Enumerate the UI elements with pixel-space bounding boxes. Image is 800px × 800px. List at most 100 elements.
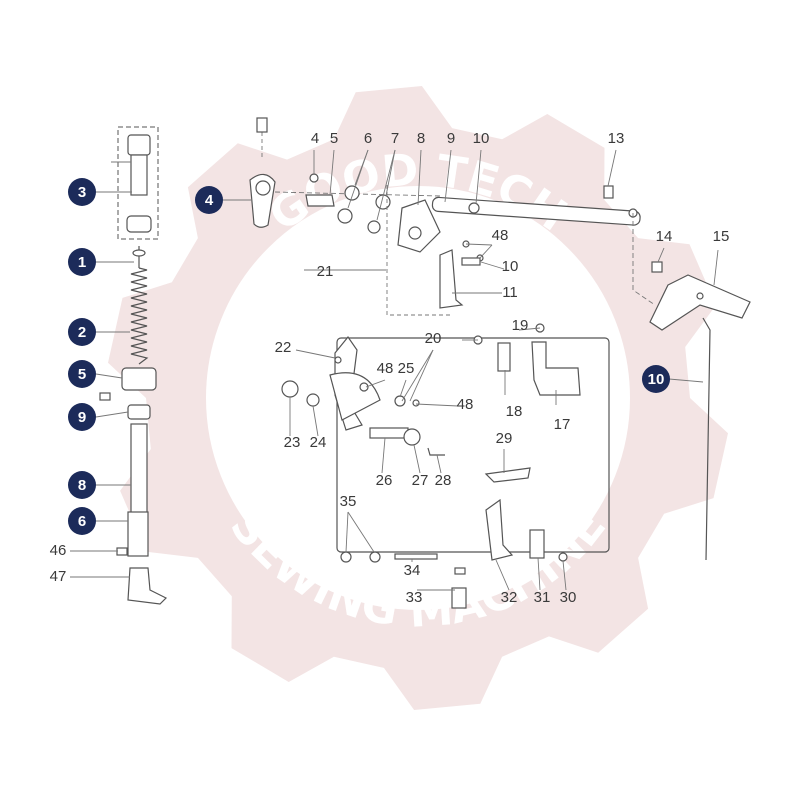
badge-circle bbox=[68, 507, 96, 535]
badge-circle bbox=[68, 248, 96, 276]
spring-25 bbox=[394, 395, 406, 407]
leader-lines bbox=[70, 149, 719, 591]
screw-14 bbox=[651, 261, 663, 273]
leader-line bbox=[312, 405, 319, 437]
part-32 bbox=[485, 498, 514, 561]
part-label-l15: 15 bbox=[713, 228, 730, 245]
screw-23 bbox=[281, 380, 299, 398]
presser-bar-assembly bbox=[99, 126, 168, 605]
badge-circle bbox=[68, 360, 96, 388]
leader-line bbox=[436, 454, 442, 474]
leader-line bbox=[381, 437, 386, 474]
leader-line bbox=[95, 373, 123, 379]
leader-line bbox=[607, 149, 617, 187]
leader-line bbox=[668, 378, 704, 383]
leader-line bbox=[365, 379, 386, 388]
washer-24 bbox=[306, 393, 320, 407]
nut-35a bbox=[340, 551, 352, 563]
part-label-l13: 13 bbox=[608, 130, 625, 147]
guide-screw bbox=[99, 392, 111, 401]
leader-line bbox=[444, 149, 452, 203]
watermark-center-brand: GTSM bbox=[335, 468, 501, 528]
part-label-l19: 19 bbox=[512, 317, 529, 334]
badge-circle bbox=[195, 186, 223, 214]
badge-number: 5 bbox=[78, 366, 86, 383]
ring-48d bbox=[412, 399, 420, 407]
center-assembly bbox=[281, 323, 610, 609]
part-label-l23: 23 bbox=[284, 434, 301, 451]
part-label-l33: 33 bbox=[406, 589, 423, 606]
watermark: GTSM GOOD TECH SEWING MACHINE bbox=[108, 86, 728, 710]
part-label-l8: 8 bbox=[417, 130, 425, 147]
knee-lifter-bracket bbox=[649, 274, 751, 331]
leader-line bbox=[347, 511, 375, 553]
bracket-21 bbox=[386, 185, 452, 316]
presser-bar bbox=[130, 423, 148, 521]
leader-line bbox=[347, 149, 369, 209]
badge-circle bbox=[642, 365, 670, 393]
badge-part-5: 5 bbox=[68, 360, 96, 388]
bracket-hole bbox=[696, 292, 704, 300]
badge-circle bbox=[68, 471, 96, 499]
part-label-l30: 30 bbox=[560, 589, 577, 606]
watermark-ring bbox=[166, 146, 670, 650]
badge-number: 1 bbox=[78, 254, 86, 271]
leader-line bbox=[713, 249, 719, 286]
part-label-l48a: 48 bbox=[492, 227, 509, 244]
top-linkage bbox=[249, 117, 751, 561]
hook-11 bbox=[439, 249, 464, 309]
screw-33 bbox=[451, 587, 467, 609]
leader-line bbox=[376, 149, 396, 221]
part-label-l4: 4 bbox=[311, 130, 319, 147]
bushing-5 bbox=[305, 194, 335, 207]
part-label-l46: 46 bbox=[50, 542, 67, 559]
presser-foot-holder bbox=[127, 511, 149, 557]
leader-line bbox=[537, 557, 541, 591]
badge-number: 9 bbox=[78, 409, 86, 426]
pin-34 bbox=[394, 553, 438, 560]
part-label-l21: 21 bbox=[317, 263, 334, 280]
screw-22 bbox=[334, 356, 342, 364]
part-label-l31: 31 bbox=[534, 589, 551, 606]
spring-cap bbox=[132, 249, 146, 257]
leader-line bbox=[399, 379, 407, 398]
part-label-l29: 29 bbox=[496, 430, 513, 447]
leader-line bbox=[413, 444, 421, 474]
leader-line bbox=[295, 349, 336, 359]
leader-line bbox=[417, 149, 422, 206]
part-label-l10a: 10 bbox=[473, 130, 490, 147]
part-3-group-box bbox=[117, 126, 159, 240]
long-link-rod bbox=[431, 196, 641, 226]
badge-number: 3 bbox=[78, 184, 86, 201]
rod-dash-down bbox=[632, 213, 656, 306]
knee-lifter-rod bbox=[702, 317, 711, 561]
connecting-link bbox=[397, 199, 441, 253]
part-label-l5: 5 bbox=[330, 130, 338, 147]
badge-circle bbox=[68, 318, 96, 346]
lever-pivot bbox=[255, 180, 271, 196]
part-label-l24: 24 bbox=[310, 434, 327, 451]
part-31 bbox=[529, 529, 545, 559]
leader-line bbox=[479, 244, 493, 259]
presser-spring bbox=[130, 267, 149, 365]
badge-part-2: 2 bbox=[68, 318, 96, 346]
presser-bar-guide bbox=[121, 367, 157, 391]
part-label-l35: 35 bbox=[340, 493, 357, 510]
pin-6a bbox=[344, 185, 360, 201]
part-18 bbox=[497, 342, 511, 372]
watermark-inner-circle bbox=[186, 166, 650, 630]
badge-part-6: 6 bbox=[68, 507, 96, 535]
leader-line bbox=[329, 149, 335, 196]
part-label-l14: 14 bbox=[656, 228, 673, 245]
spring-28 bbox=[427, 447, 445, 456]
washer-34 bbox=[454, 567, 466, 575]
part-label-l11: 11 bbox=[502, 284, 518, 301]
leader-line bbox=[385, 149, 396, 197]
adjust-screw-body bbox=[130, 154, 148, 196]
part-label-l25: 25 bbox=[398, 360, 415, 377]
linkage-wire-frame bbox=[336, 337, 610, 553]
leader-line bbox=[480, 261, 505, 270]
